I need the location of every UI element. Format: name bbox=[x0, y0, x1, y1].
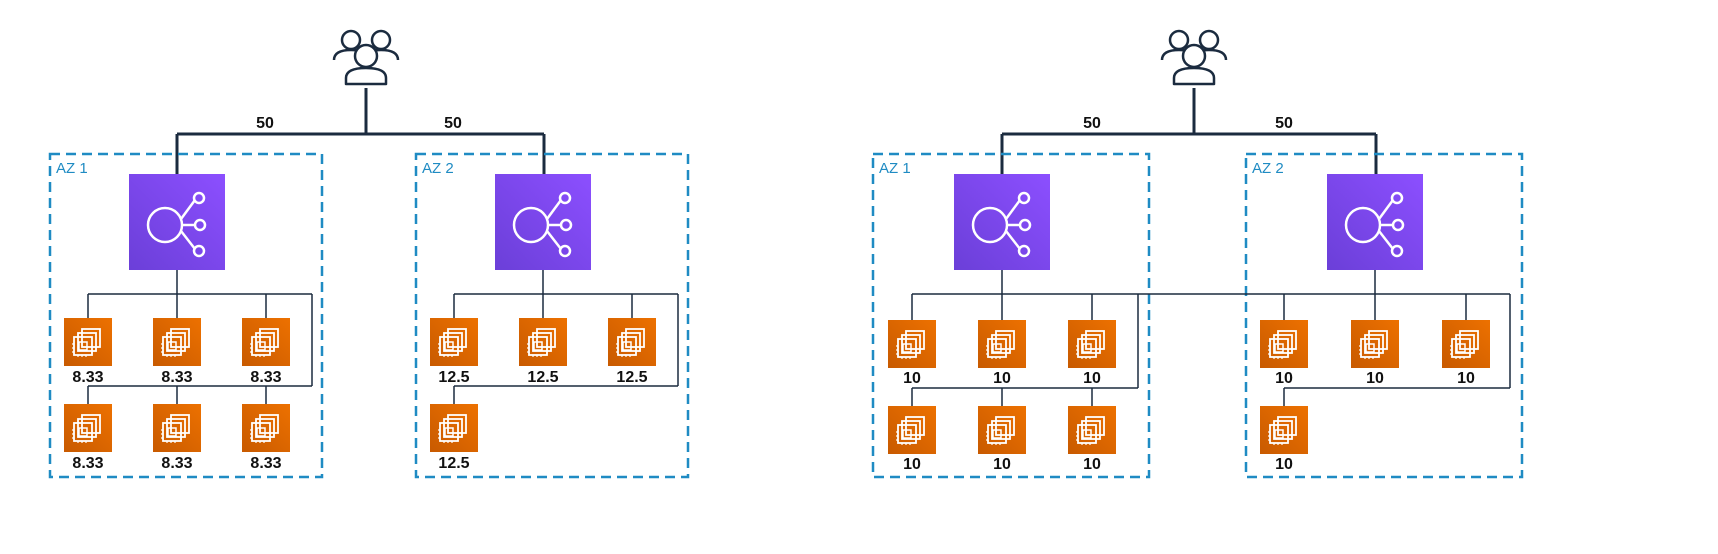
instance-traffic-value: 10 bbox=[1083, 370, 1101, 387]
ec2-instance-icon bbox=[977, 319, 1027, 369]
instance-traffic-value: 8.33 bbox=[250, 455, 281, 472]
instance-traffic-value: 8.33 bbox=[72, 369, 103, 386]
az2-label: AZ 2 bbox=[422, 160, 454, 177]
az2-target-lines bbox=[453, 270, 679, 404]
users-icon bbox=[1160, 29, 1228, 86]
ec2-instance-icon bbox=[977, 405, 1027, 455]
availability-zone-1 bbox=[48, 152, 324, 479]
instance-traffic-value: 8.33 bbox=[72, 455, 103, 472]
traffic-az1-label: 50 bbox=[1083, 115, 1101, 132]
availability-zone-2 bbox=[414, 152, 690, 479]
az2-label: AZ 2 bbox=[1252, 160, 1284, 177]
ec2-instance-icon bbox=[1259, 319, 1309, 369]
instance-traffic-value: 12.5 bbox=[527, 369, 558, 386]
instance-traffic-value: 10 bbox=[1083, 456, 1101, 473]
az1-label: AZ 1 bbox=[879, 160, 911, 177]
ec2-instance-icon bbox=[152, 317, 202, 367]
ec2-instance-icon bbox=[1441, 319, 1491, 369]
ec2-instance-icon bbox=[1067, 405, 1117, 455]
instance-traffic-value: 10 bbox=[1275, 456, 1293, 473]
load-balancer-az2-icon bbox=[1325, 172, 1425, 272]
ec2-instance-icon bbox=[241, 317, 291, 367]
instance-traffic-value: 10 bbox=[993, 370, 1011, 387]
ec2-instance-icon bbox=[63, 403, 113, 453]
instance-traffic-value: 8.33 bbox=[250, 369, 281, 386]
ec2-instance-icon bbox=[429, 317, 479, 367]
instance-traffic-value: 12.5 bbox=[438, 455, 469, 472]
right-diagram: 50 50 AZ 1 AZ 2 bbox=[871, 29, 1524, 479]
ec2-instance-icon bbox=[1350, 319, 1400, 369]
availability-zone-2 bbox=[1244, 152, 1524, 479]
availability-zone-1 bbox=[871, 152, 1151, 479]
ec2-instance-icon bbox=[1067, 319, 1117, 369]
traffic-az2-label: 50 bbox=[1275, 115, 1293, 132]
az1-target-lines bbox=[87, 270, 313, 404]
load-balancer-az1-icon bbox=[952, 172, 1052, 272]
ec2-instance-icon bbox=[63, 317, 113, 367]
instance-traffic-value: 12.5 bbox=[616, 369, 647, 386]
instance-traffic-value: 10 bbox=[1457, 370, 1475, 387]
ec2-instance-icon bbox=[607, 317, 657, 367]
instance-traffic-value: 10 bbox=[993, 456, 1011, 473]
load-balancer-az2-icon bbox=[493, 172, 593, 272]
ec2-instance-icon bbox=[429, 403, 479, 453]
traffic-az2-label: 50 bbox=[444, 115, 462, 132]
ec2-instance-icon bbox=[152, 403, 202, 453]
cross-zone-target-lines bbox=[911, 270, 1511, 406]
instance-traffic-value: 10 bbox=[1366, 370, 1384, 387]
ec2-instance-icon bbox=[887, 319, 937, 369]
instance-traffic-value: 8.33 bbox=[161, 455, 192, 472]
ec2-instance-icon bbox=[1259, 405, 1309, 455]
left-diagram: 50 50 AZ 1 AZ 2 bbox=[48, 29, 690, 479]
client-traffic-lines bbox=[1000, 88, 1378, 176]
users-icon bbox=[332, 29, 400, 86]
ec2-instance-icon bbox=[887, 405, 937, 455]
load-balancer-az1-icon bbox=[127, 172, 227, 272]
instance-traffic-value: 12.5 bbox=[438, 369, 469, 386]
az1-label: AZ 1 bbox=[56, 160, 88, 177]
instance-traffic-value: 8.33 bbox=[161, 369, 192, 386]
ec2-instance-icon bbox=[518, 317, 568, 367]
client-traffic-lines bbox=[175, 88, 546, 176]
instance-traffic-value: 10 bbox=[903, 370, 921, 387]
instance-traffic-value: 10 bbox=[903, 456, 921, 473]
instance-traffic-value: 10 bbox=[1275, 370, 1293, 387]
traffic-az1-label: 50 bbox=[256, 115, 274, 132]
ec2-instance-icon bbox=[241, 403, 291, 453]
